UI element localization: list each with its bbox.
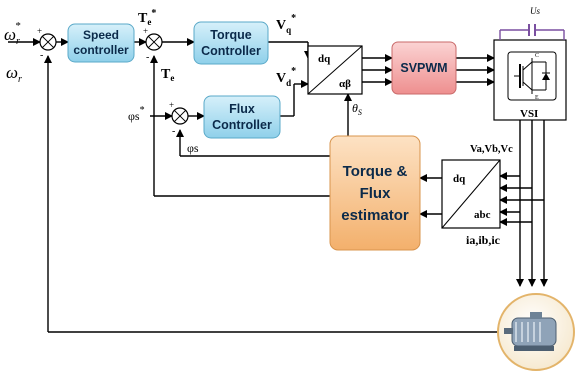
estimator-line3: estimator (341, 207, 409, 224)
flux-controller-line1: Flux (229, 102, 255, 116)
currents-label: ia,ib,ic (466, 233, 501, 247)
estimator-line2: Flux (360, 185, 391, 202)
vsi-block: Us C E VSI (493, 6, 567, 121)
vq-label: Vq* (276, 13, 296, 35)
speed-controller-line1: Speed (83, 28, 119, 42)
sum-flux-plus: + (169, 100, 174, 110)
sum-flux-minus: - (172, 126, 175, 137)
speed-controller-line2: controller (73, 43, 129, 57)
flux-controller-line2: Controller (212, 118, 272, 132)
sum-junction-torque: + - (143, 26, 163, 63)
dc-source-label: Us (530, 6, 540, 16)
vd-label: Vd* (276, 66, 296, 88)
dq-ab-top: dq (318, 53, 331, 65)
sum-junction-flux: + - (169, 100, 189, 137)
omega-feedback-label: ωr (6, 63, 22, 85)
theta-label: θS (352, 101, 362, 117)
flux-feedback-label: φs (187, 141, 199, 155)
dc-capacitor-icon (528, 24, 536, 36)
dq-abc-bottom: abc (474, 209, 491, 221)
wiring (8, 29, 564, 333)
speed-controller-block: Speed controller (67, 23, 135, 63)
dq-ab-bottom: αβ (339, 78, 351, 90)
vsi-label: VSI (520, 108, 538, 120)
sum-speed-plus: + (37, 26, 42, 36)
torque-flux-estimator-block: Torque & Flux estimator (329, 135, 421, 251)
dq-abc-transform: dq abc (441, 159, 501, 229)
torque-controller-block: Torque Controller (193, 21, 269, 65)
te-feedback-label: Te (161, 67, 174, 83)
svg-text:E: E (535, 95, 539, 101)
te-ref-label: Te* (138, 8, 156, 27)
torque-controller-line2: Controller (201, 44, 261, 58)
sum-torque-minus: - (146, 52, 149, 63)
dq-alphabeta-transform: dq αβ (307, 45, 363, 95)
igbt-icon: C E (507, 51, 557, 101)
svg-text:C: C (535, 53, 539, 59)
omega-ref-label: ωr* (4, 20, 21, 47)
estimator-line1: Torque & (343, 163, 408, 180)
flux-controller-block: Flux Controller (203, 95, 281, 139)
flux-ref-label: φs* (128, 105, 145, 123)
dq-abc-top: dq (453, 173, 466, 185)
svpwm-label: SVPWM (400, 61, 447, 75)
sum-torque-plus: + (143, 26, 148, 36)
torque-controller-line1: Torque (210, 28, 251, 42)
sum-junction-speed: + - (37, 26, 57, 61)
svpwm-block: SVPWM (391, 41, 457, 95)
induction-motor-icon (497, 293, 575, 371)
sum-speed-minus: - (40, 50, 43, 61)
voltages-label: Va,Vb,Vc (470, 144, 513, 155)
